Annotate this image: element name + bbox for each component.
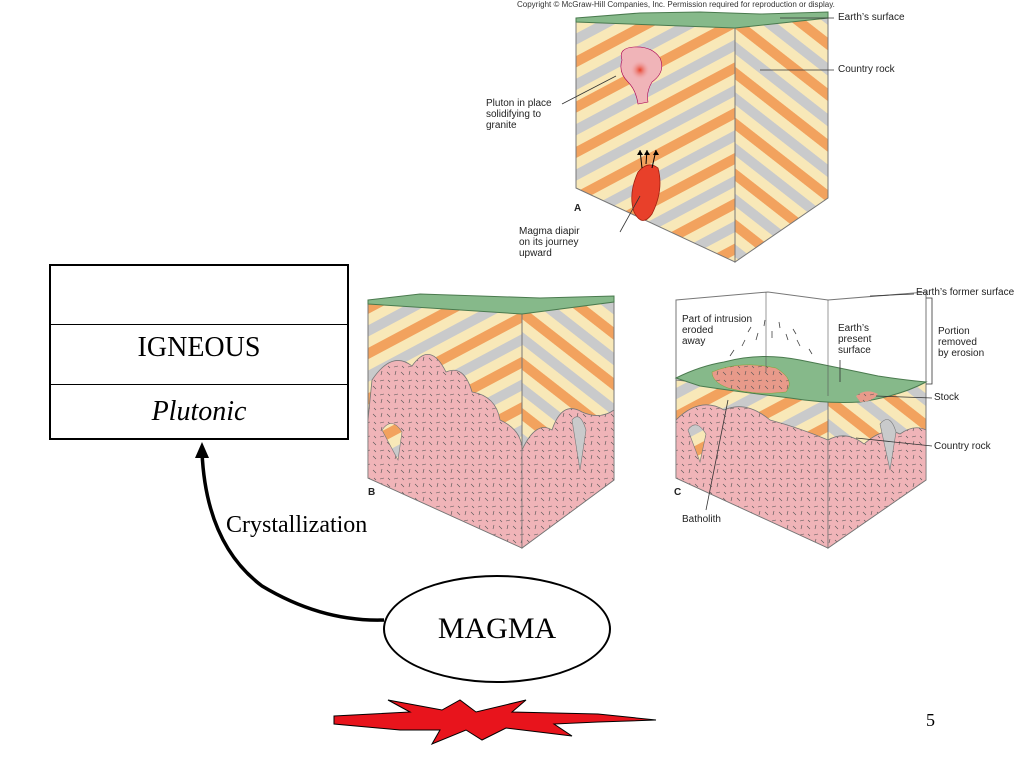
panel-a-letter: A (574, 203, 582, 214)
label-pluton: Pluton in place solidifying to granite (486, 98, 552, 131)
label-stock: Stock (934, 392, 960, 403)
earth-surface-layer-a (575, 11, 829, 29)
rock-box-divider-top (51, 324, 347, 325)
panel-b-block (367, 293, 615, 549)
panel-c-block (674, 291, 933, 549)
rock-type-title: IGNEOUS (137, 332, 261, 363)
magma-burst-icon (333, 699, 657, 746)
label-part-eroded: Part of intrusion eroded away (682, 314, 753, 347)
crystallization-label: Crystallization (226, 512, 368, 538)
label-country-rock-a: Country rock (838, 64, 895, 75)
batholith-mass-c (675, 404, 829, 549)
crystallization-arrowhead (195, 442, 209, 458)
label-former-surface: Earth’s former surface (916, 287, 1015, 298)
eroded-debris-dashes (729, 319, 813, 357)
batholith-mass-b (367, 354, 523, 549)
label-country-rock-c: Country rock (934, 441, 991, 452)
label-batholith: Batholith (682, 514, 721, 525)
erosion-bracket (926, 297, 933, 385)
label-magma-diapir: Magma diapir on its journey upward (519, 226, 580, 259)
copyright-notice: Copyright © McGraw-Hill Companies, Inc. … (517, 0, 835, 9)
label-present-surface: Earth’s present surface (838, 323, 872, 356)
panel-a-block (561, 11, 834, 263)
slide-number: 5 (926, 710, 935, 730)
magma-label: MAGMA (437, 612, 557, 645)
rock-box-divider-bottom (51, 384, 347, 385)
earth-surface-layer-b (367, 293, 615, 315)
crystallization-arrow (200, 451, 385, 622)
pluton-hot-core (630, 60, 650, 80)
rock-subtype: Plutonic (151, 396, 247, 427)
panel-b-letter: B (368, 487, 376, 498)
label-earths-surface: Earth’s surface (838, 12, 905, 23)
panel-c-letter: C (674, 487, 682, 498)
magma-oval: MAGMA (383, 575, 611, 683)
rock-type-box: IGNEOUS Plutonic (49, 264, 349, 440)
label-portion-removed: Portion removed by erosion (938, 326, 985, 359)
